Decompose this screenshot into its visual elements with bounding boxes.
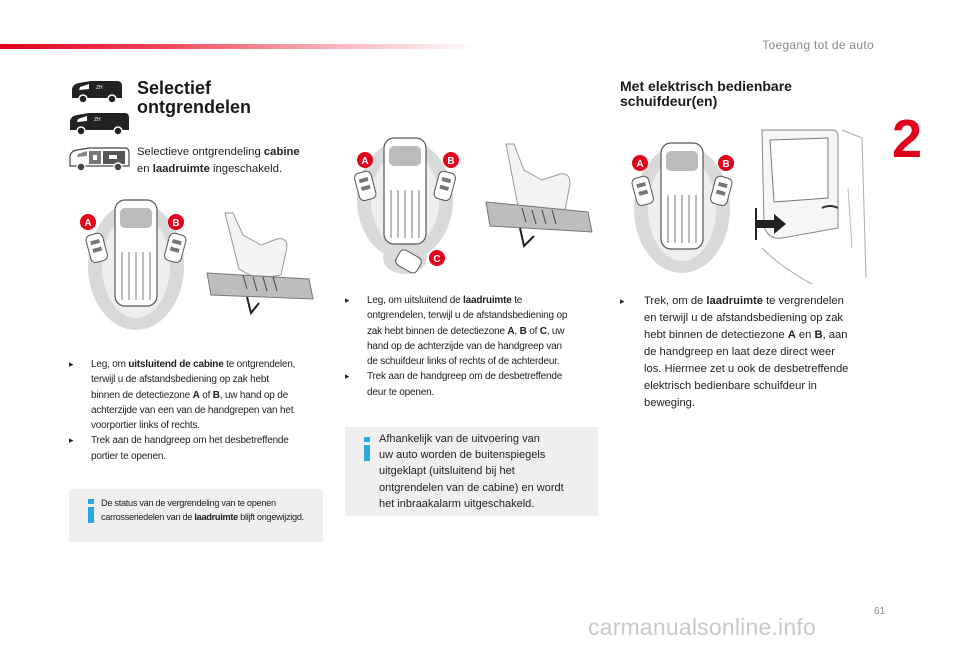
van-selective-unlock-icon — [69, 147, 130, 172]
subsection-title: Met elektrisch bedienbare schuifdeur(en) — [620, 78, 792, 109]
sliding-door-illustration — [752, 128, 868, 286]
bullet-arrow-icon: ▸ — [69, 435, 74, 446]
header-gradient-bar — [0, 44, 480, 49]
bullet-arrow-icon: ▸ — [345, 371, 350, 382]
bullet-arrow-icon: ▸ — [69, 359, 74, 369]
svg-text:B: B — [447, 156, 454, 167]
list-item: ▸ Leg, om uitsluitend de cabine te ontgr… — [69, 359, 296, 432]
svg-text:ZH: ZH — [94, 117, 101, 123]
watermark: carmanualsonline.info — [588, 614, 816, 640]
right-instructions: ▸ Trek, om de laadruimte te vergrendelen… — [620, 293, 860, 412]
left-instructions: ▸ Leg, om uitsluitend de cabine te ontgr… — [69, 357, 329, 464]
page-title: Selectief ontgrendelen — [137, 78, 252, 117]
middle-instructions: ▸ Leg, om uitsluitend de laadruimte te o… — [345, 293, 605, 400]
svg-text:A: A — [636, 159, 643, 170]
list-item: ▸ Leg, om uitsluitend de laadruimte te o… — [345, 295, 568, 368]
detection-zone-diagram-cargo: A B C — [354, 137, 459, 274]
bullet-arrow-icon: ▸ — [620, 296, 625, 306]
van-long-icon: ZH — [70, 113, 129, 136]
info-box-middle: Afhankelijk van de uitvoering van uw aut… — [345, 427, 598, 516]
list-item: ▸ Trek, om de laadruimte te vergrendelen… — [620, 295, 849, 409]
info-icon — [364, 437, 370, 461]
zone-c-marker — [429, 250, 445, 266]
svg-text:A: A — [84, 218, 91, 229]
zone-a-marker — [357, 152, 373, 168]
bullet-arrow-icon: ▸ — [345, 295, 350, 305]
info-box-left: De status van de vergrendeling van te op… — [69, 489, 323, 542]
hand-on-handle-illustration — [206, 212, 314, 315]
zone-a-marker — [632, 155, 648, 171]
zone-b-marker — [443, 152, 459, 168]
van-short-icon: ZH — [72, 81, 122, 104]
list-item: ▸ Trek aan de handgreep om het desbetref… — [69, 435, 289, 462]
svg-text:C: C — [433, 254, 440, 265]
svg-text:B: B — [172, 218, 179, 229]
detection-zone-diagram-sliding-door: A B — [631, 142, 734, 273]
info-icon — [88, 499, 94, 523]
hand-on-sliding-door-handle — [485, 143, 593, 248]
intro-text: Selectieve ontgrendeling cabine en laadr… — [137, 146, 300, 175]
list-item: ▸ Trek aan de handgreep om de desbetreff… — [345, 371, 563, 398]
section-title: Toegang tot de auto — [762, 38, 874, 52]
zone-a-marker — [80, 214, 96, 230]
svg-text:B: B — [722, 159, 729, 170]
svg-text:ZH: ZH — [96, 85, 103, 91]
svg-text:A: A — [361, 156, 368, 167]
detection-zone-diagram-cabin: A B — [80, 199, 187, 330]
page-number: 61 — [874, 606, 886, 617]
zone-b-marker — [168, 214, 184, 230]
zone-b-marker — [718, 155, 734, 171]
chapter-number: 2 — [892, 109, 923, 169]
